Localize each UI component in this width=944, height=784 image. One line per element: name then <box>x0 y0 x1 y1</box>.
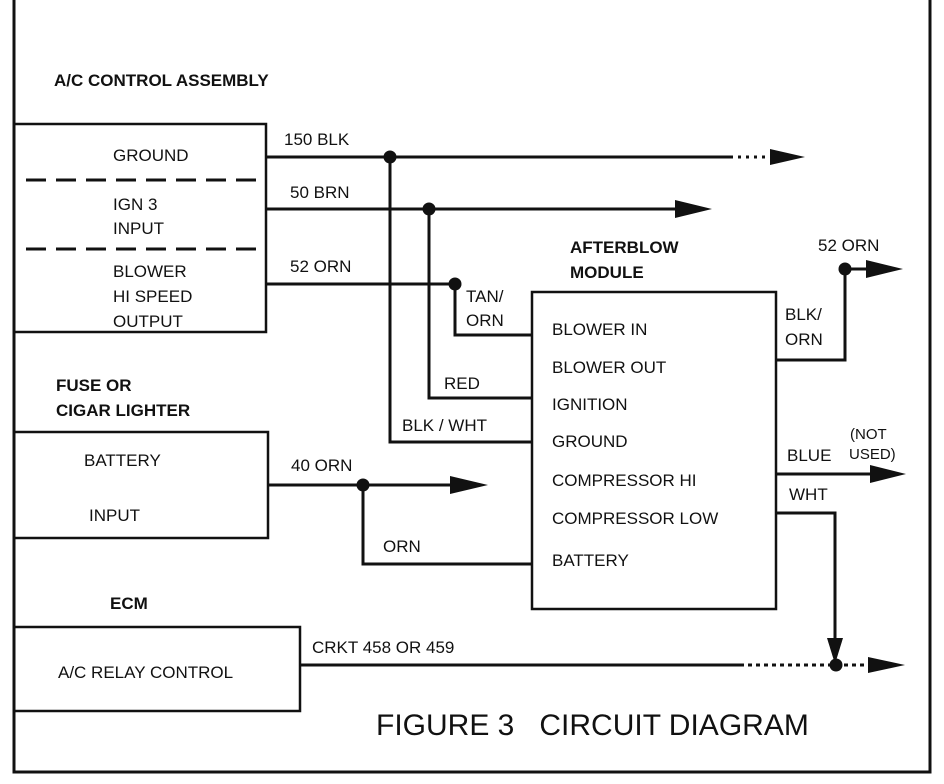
junction-52-orn-out <box>838 262 852 276</box>
ac-blower-label-3: OUTPUT <box>113 312 183 331</box>
label-blk-orn-2: ORN <box>785 330 823 349</box>
fuse-battery-label-2: INPUT <box>89 506 140 525</box>
label-52-orn: 52 ORN <box>290 257 351 276</box>
label-not-used-1: (NOT <box>850 426 887 443</box>
afterblow-title-1: AFTERBLOW <box>570 238 680 257</box>
arrow-50-brn <box>675 200 712 218</box>
label-not-used-2: USED) <box>849 446 896 463</box>
pin-battery: BATTERY <box>552 551 629 570</box>
label-crkt: CRKT 458 OR 459 <box>312 638 454 657</box>
afterblow-title-2: MODULE <box>570 263 644 282</box>
label-tan-orn-1: TAN/ <box>466 287 504 306</box>
pin-ground: GROUND <box>552 432 628 451</box>
label-blk-wht: BLK / WHT <box>402 416 487 435</box>
arrow-52-orn-out <box>866 260 903 278</box>
ac-blower-label-2: HI SPEED <box>113 287 192 306</box>
label-wht: WHT <box>789 485 828 504</box>
label-50-brn: 50 BRN <box>290 183 350 202</box>
fuse-title-2: CIGAR LIGHTER <box>56 401 190 420</box>
ecm-box <box>12 625 302 713</box>
wire-blk-wht <box>388 157 532 444</box>
ac-ign3-label-1: IGN 3 <box>113 195 157 214</box>
arrow-crkt <box>868 657 905 673</box>
pin-blower-in: BLOWER IN <box>552 320 647 339</box>
ac-control-title: A/C CONTROL ASSEMBLY <box>54 71 269 90</box>
ecm-title: ECM <box>110 594 148 613</box>
pin-ignition: IGNITION <box>552 395 628 414</box>
arrow-40-orn <box>450 476 488 494</box>
wire-wht <box>776 511 837 665</box>
pin-compressor-low: COMPRESSOR LOW <box>552 509 718 528</box>
wire-red <box>427 209 532 400</box>
label-blk-orn-1: BLK/ <box>785 305 822 324</box>
wire-orn <box>361 485 532 566</box>
ecm-relay-label: A/C RELAY CONTROL <box>58 663 233 682</box>
wire-blk-orn <box>776 267 868 362</box>
label-40-orn: 40 ORN <box>291 456 352 475</box>
arrow-150-blk <box>770 149 805 165</box>
pin-compressor-hi: COMPRESSOR HI <box>552 471 697 490</box>
ac-control-box <box>12 122 268 334</box>
label-orn: ORN <box>383 537 421 556</box>
wire-tan-orn <box>453 284 532 337</box>
fuse-battery-label-1: BATTERY <box>84 451 161 470</box>
fuse-title-1: FUSE OR <box>56 376 132 395</box>
ac-ground-label: GROUND <box>113 146 189 165</box>
ac-ign3-label-2: INPUT <box>113 219 164 238</box>
figure-caption: FIGURE 3 CIRCUIT DIAGRAM <box>376 709 809 742</box>
fuse-box <box>12 430 270 540</box>
arrow-blue <box>870 465 906 483</box>
arrow-wht <box>827 638 843 664</box>
label-red: RED <box>444 374 480 393</box>
label-blue: BLUE <box>787 446 831 465</box>
outer-border <box>12 0 932 774</box>
label-tan-orn-2: ORN <box>466 311 504 330</box>
pin-blower-out: BLOWER OUT <box>552 358 666 377</box>
afterblow-box <box>530 290 778 611</box>
label-52-orn-out: 52 ORN <box>818 236 879 255</box>
ac-blower-label-1: BLOWER <box>113 262 187 281</box>
label-150-blk: 150 BLK <box>284 130 350 149</box>
